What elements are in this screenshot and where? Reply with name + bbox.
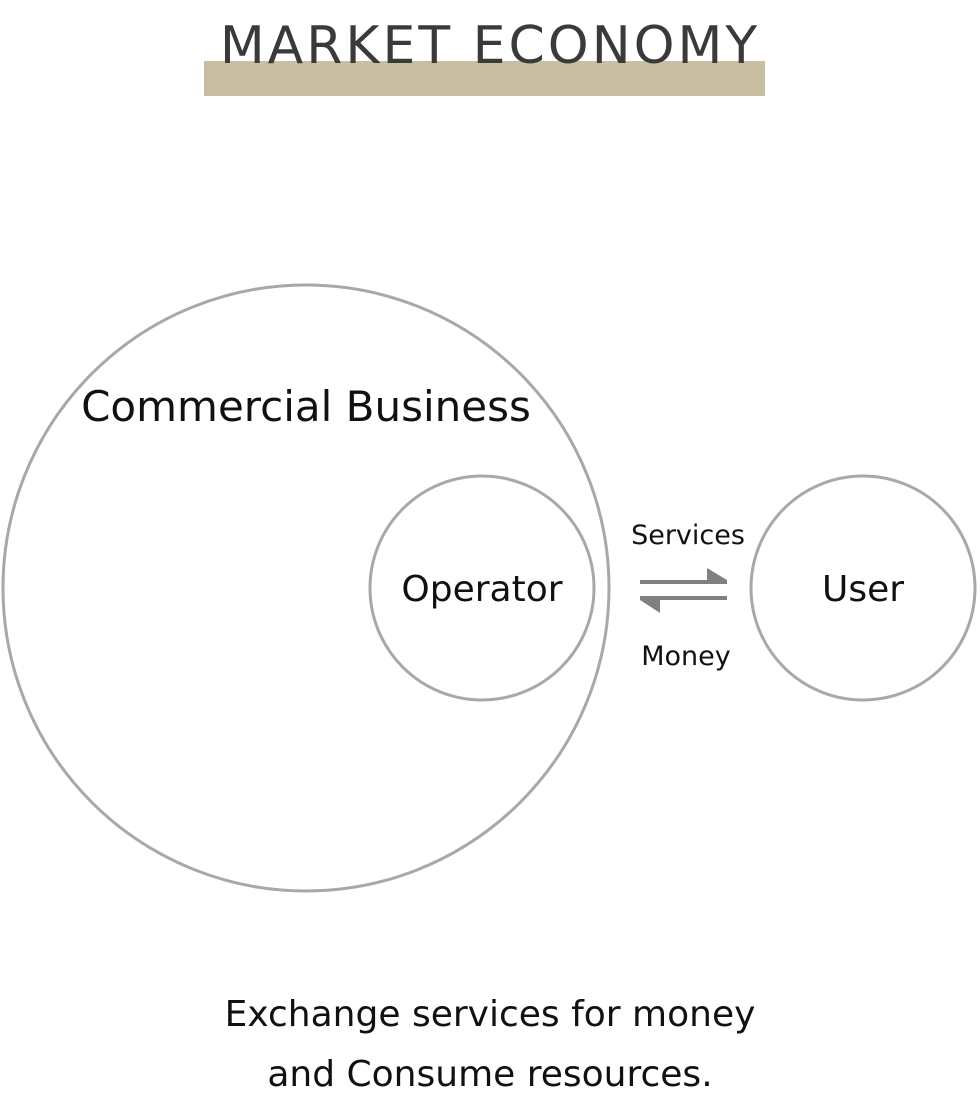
- commercial-business-label: Commercial Business: [81, 382, 531, 431]
- user-label: User: [822, 569, 904, 610]
- money-flow-label: Money: [641, 641, 731, 672]
- caption-line-1: Exchange services for money: [224, 994, 756, 1035]
- commercial-business-circle: [1, 283, 611, 893]
- caption: Exchange services for money and Consume …: [0, 985, 980, 1105]
- page-title: MARKET ECONOMY: [219, 16, 761, 76]
- user-circle: [749, 474, 977, 702]
- caption-line-2: and Consume resources.: [267, 1054, 713, 1095]
- title-block: MARKET ECONOMY: [0, 0, 980, 110]
- operator-circle: [368, 474, 596, 702]
- services-arrow: [640, 568, 727, 584]
- services-flow-label: Services: [631, 520, 745, 551]
- title-underline-bar: [204, 61, 765, 96]
- money-arrow: [640, 596, 727, 613]
- operator-label: Operator: [401, 569, 562, 610]
